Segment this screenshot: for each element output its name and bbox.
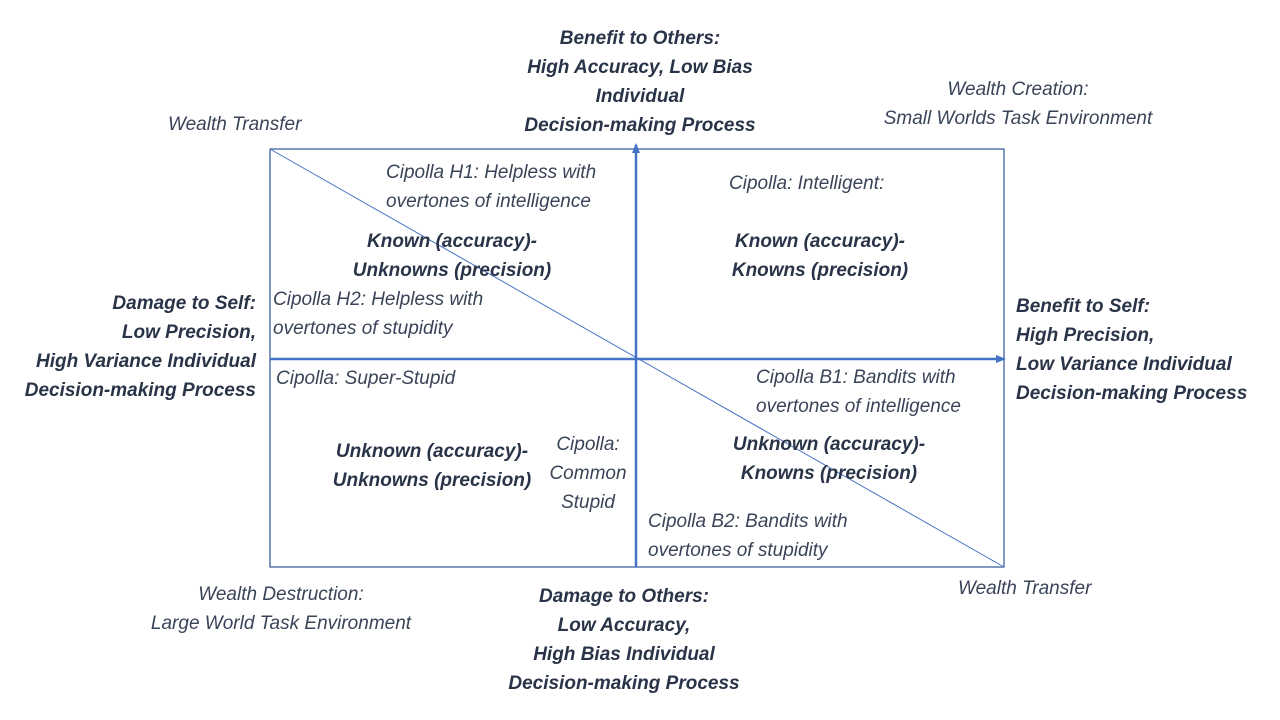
bottom-axis-line: Damage to Others:	[539, 586, 709, 607]
top-axis-line: Benefit to Others:	[559, 28, 721, 49]
unknown-unknowns-heading: Unknown (accuracy)- Unknowns (precision)	[302, 437, 562, 495]
known-knowns-line: Known (accuracy)-	[735, 231, 905, 252]
corner-top-right-line: Wealth Creation:	[947, 79, 1089, 100]
corner-top-right-line: Small Worlds Task Environment	[883, 108, 1153, 129]
corner-top-left-label: Wealth Transfer	[168, 114, 302, 135]
top-axis-label: Benefit to Others: High Accuracy, Low Bi…	[500, 24, 780, 140]
corner-top-right-label: Wealth Creation: Small Worlds Task Envir…	[858, 75, 1178, 133]
cipolla-b2-line: Cipolla B2: Bandits with	[648, 511, 848, 532]
corner-bottom-left-line: Wealth Destruction:	[198, 584, 364, 605]
known-unknowns-line: Known (accuracy)-	[367, 231, 537, 252]
bottom-axis-label: Damage to Others: Low Accuracy, High Bia…	[484, 582, 764, 698]
corner-bottom-left-line: Large World Task Environment	[150, 613, 412, 634]
known-knowns-heading: Known (accuracy)- Knowns (precision)	[700, 227, 940, 285]
cipolla-common-stupid-line: Stupid	[561, 492, 615, 513]
cipolla-h2-line: Cipolla H2: Helpless with	[273, 289, 484, 310]
cipolla-b1-label: Cipolla B1: Bandits with overtones of in…	[756, 363, 961, 421]
cipolla-common-stupid-line: Common	[549, 463, 627, 484]
corner-bottom-left-label: Wealth Destruction: Large World Task Env…	[121, 580, 441, 638]
cipolla-h1-label: Cipolla H1: Helpless with overtones of i…	[386, 158, 596, 216]
bottom-axis-line: Decision-making Process	[508, 673, 740, 694]
cipolla-b2-label: Cipolla B2: Bandits with overtones of st…	[648, 507, 848, 565]
cipolla-b1-line: Cipolla B1: Bandits with	[756, 367, 956, 388]
cipolla-common-stupid-label: Cipolla: Common Stupid	[546, 430, 630, 517]
known-knowns-line: Knowns (precision)	[731, 260, 909, 281]
cipolla-h1-line: overtones of intelligence	[386, 191, 591, 212]
right-axis-line: High Precision,	[1016, 325, 1155, 346]
right-axis-line: Benefit to Self:	[1016, 296, 1151, 317]
cipolla-super-stupid-label: Cipolla: Super-Stupid	[276, 368, 456, 389]
cipolla-h1-line: Cipolla H1: Helpless with	[386, 162, 597, 183]
left-axis-line: Damage to Self:	[112, 293, 256, 314]
right-axis-label: Benefit to Self: High Precision, Low Var…	[1016, 292, 1274, 408]
unknown-knowns-heading: Unknown (accuracy)- Knowns (precision)	[699, 430, 959, 488]
unknown-unknowns-line: Unknown (accuracy)-	[335, 441, 529, 462]
cipolla-common-stupid-line: Cipolla:	[556, 434, 620, 455]
top-axis-line: Individual	[595, 86, 685, 107]
left-axis-line: Decision-making Process	[24, 380, 256, 401]
corner-bottom-right-label: Wealth Transfer	[958, 578, 1092, 599]
cipolla-h2-label: Cipolla H2: Helpless with overtones of s…	[273, 285, 483, 343]
top-axis-line: High Accuracy, Low Bias	[527, 57, 753, 78]
cipolla-intelligent-label: Cipolla: Intelligent:	[729, 173, 885, 194]
left-axis-label: Damage to Self: Low Precision, High Vari…	[0, 289, 256, 405]
left-axis-line: Low Precision,	[121, 322, 256, 343]
bottom-axis-line: High Bias Individual	[533, 644, 715, 665]
right-axis-line: Decision-making Process	[1016, 383, 1248, 404]
unknown-knowns-line: Unknown (accuracy)-	[732, 434, 926, 455]
cipolla-b2-line: overtones of stupidity	[648, 540, 828, 561]
bottom-axis-line: Low Accuracy,	[557, 615, 691, 636]
cipolla-h2-line: overtones of stupidity	[273, 318, 453, 339]
right-axis-line: Low Variance Individual	[1016, 354, 1232, 375]
known-unknowns-heading: Known (accuracy)- Unknowns (precision)	[322, 227, 582, 285]
known-unknowns-line: Unknowns (precision)	[352, 260, 552, 281]
left-axis-line: High Variance Individual	[36, 351, 256, 372]
unknown-unknowns-line: Unknowns (precision)	[332, 470, 532, 491]
unknown-knowns-line: Knowns (precision)	[740, 463, 918, 484]
cipolla-b1-line: overtones of intelligence	[756, 396, 961, 417]
top-axis-line: Decision-making Process	[524, 115, 756, 136]
